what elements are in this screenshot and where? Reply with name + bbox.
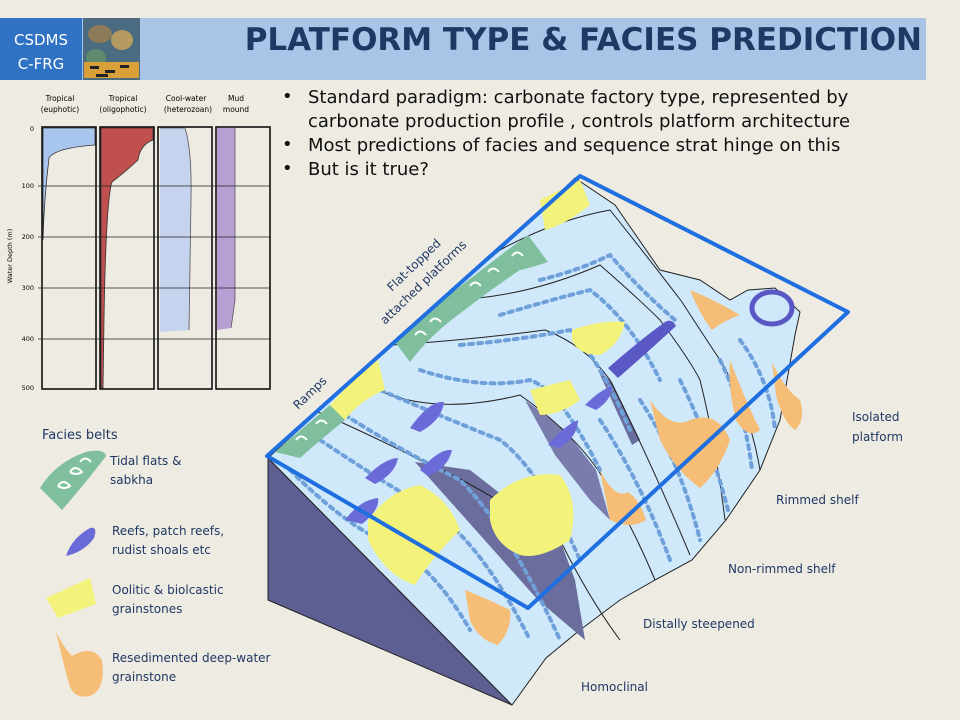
profile-head-4a: Mud [228,94,244,103]
production-profiles: Tropical (euphotic) Tropical (oligophoti… [6,94,271,392]
legend-reef-icon [66,527,96,556]
tick-300: 300 [22,284,34,292]
label-rimmed-shelf: Rimmed shelf [776,493,859,507]
bullet-list: •Standard paradigm: carbonate factory ty… [282,86,942,182]
org-badge [0,18,82,80]
legend-label-4b: grainstone [112,670,176,684]
legend-resedimented-icon [56,632,103,697]
legend-label-1a: Tidal flats & [109,454,181,468]
legend-label-3a: Oolitic & biolcastic [112,583,224,597]
tick-100: 100 [22,182,34,190]
profile-head-1b: (euphotic) [41,105,80,114]
header-band [0,18,926,80]
legend-label-2a: Reefs, patch reefs, [112,524,224,538]
profile-head-3a: Cool-water [166,94,207,103]
depth-axis-label: Water Depth (m) [6,229,14,284]
tick-500: 500 [22,384,34,392]
legend-label-2b: rudist shoals etc [112,543,211,557]
label-homoclinal: Homoclinal [581,680,648,694]
legend-label-4a: Resedimented deep-water [112,651,271,665]
label-isolated-2: platform [852,430,903,444]
label-non-rimmed-shelf: Non-rimmed shelf [728,562,836,576]
tick-400: 400 [22,335,34,343]
org-line-1: CSDMS [14,31,68,49]
bullet-text-3: But is it true? [308,159,429,180]
legend-label-1b: sabkha [110,473,153,487]
profile-head-2a: Tropical [108,94,138,103]
platform-block-diagram [265,174,850,706]
profile-head-3b: (heterozoan) [164,105,212,114]
bullet-item-2: •Most predictions of facies and sequence… [282,134,841,156]
slide-title: PLATFORM TYPE & FACIES PREDICTION [245,22,922,58]
bullet-text-2: Most predictions of facies and sequence … [308,135,841,156]
org-line-2: C-FRG [18,55,65,73]
profile-head-2b: (oligophotic) [99,105,146,114]
legend-grainstone-icon [46,578,96,618]
bullet-item-3: •But is it true? [282,158,429,180]
bullet-item-1: •Standard paradigm: carbonate factory ty… [282,86,851,132]
legend-tidal-flat-icon [40,450,106,510]
legend-label-3b: grainstones [112,602,182,616]
label-distally-steepened: Distally steepened [643,617,755,631]
isolated-platform-outline [265,174,850,610]
profile-head-4b: mound [223,105,249,114]
label-isolated-1: Isolated [852,410,900,424]
legend-title: Facies belts [42,428,118,443]
tick-200: 200 [22,233,34,241]
tick-0: 0 [30,125,34,133]
coral-photo [83,18,140,80]
bullet-text-1: Standard paradigm: carbonate factory typ… [308,87,851,132]
profile-head-1a: Tropical [45,94,75,103]
